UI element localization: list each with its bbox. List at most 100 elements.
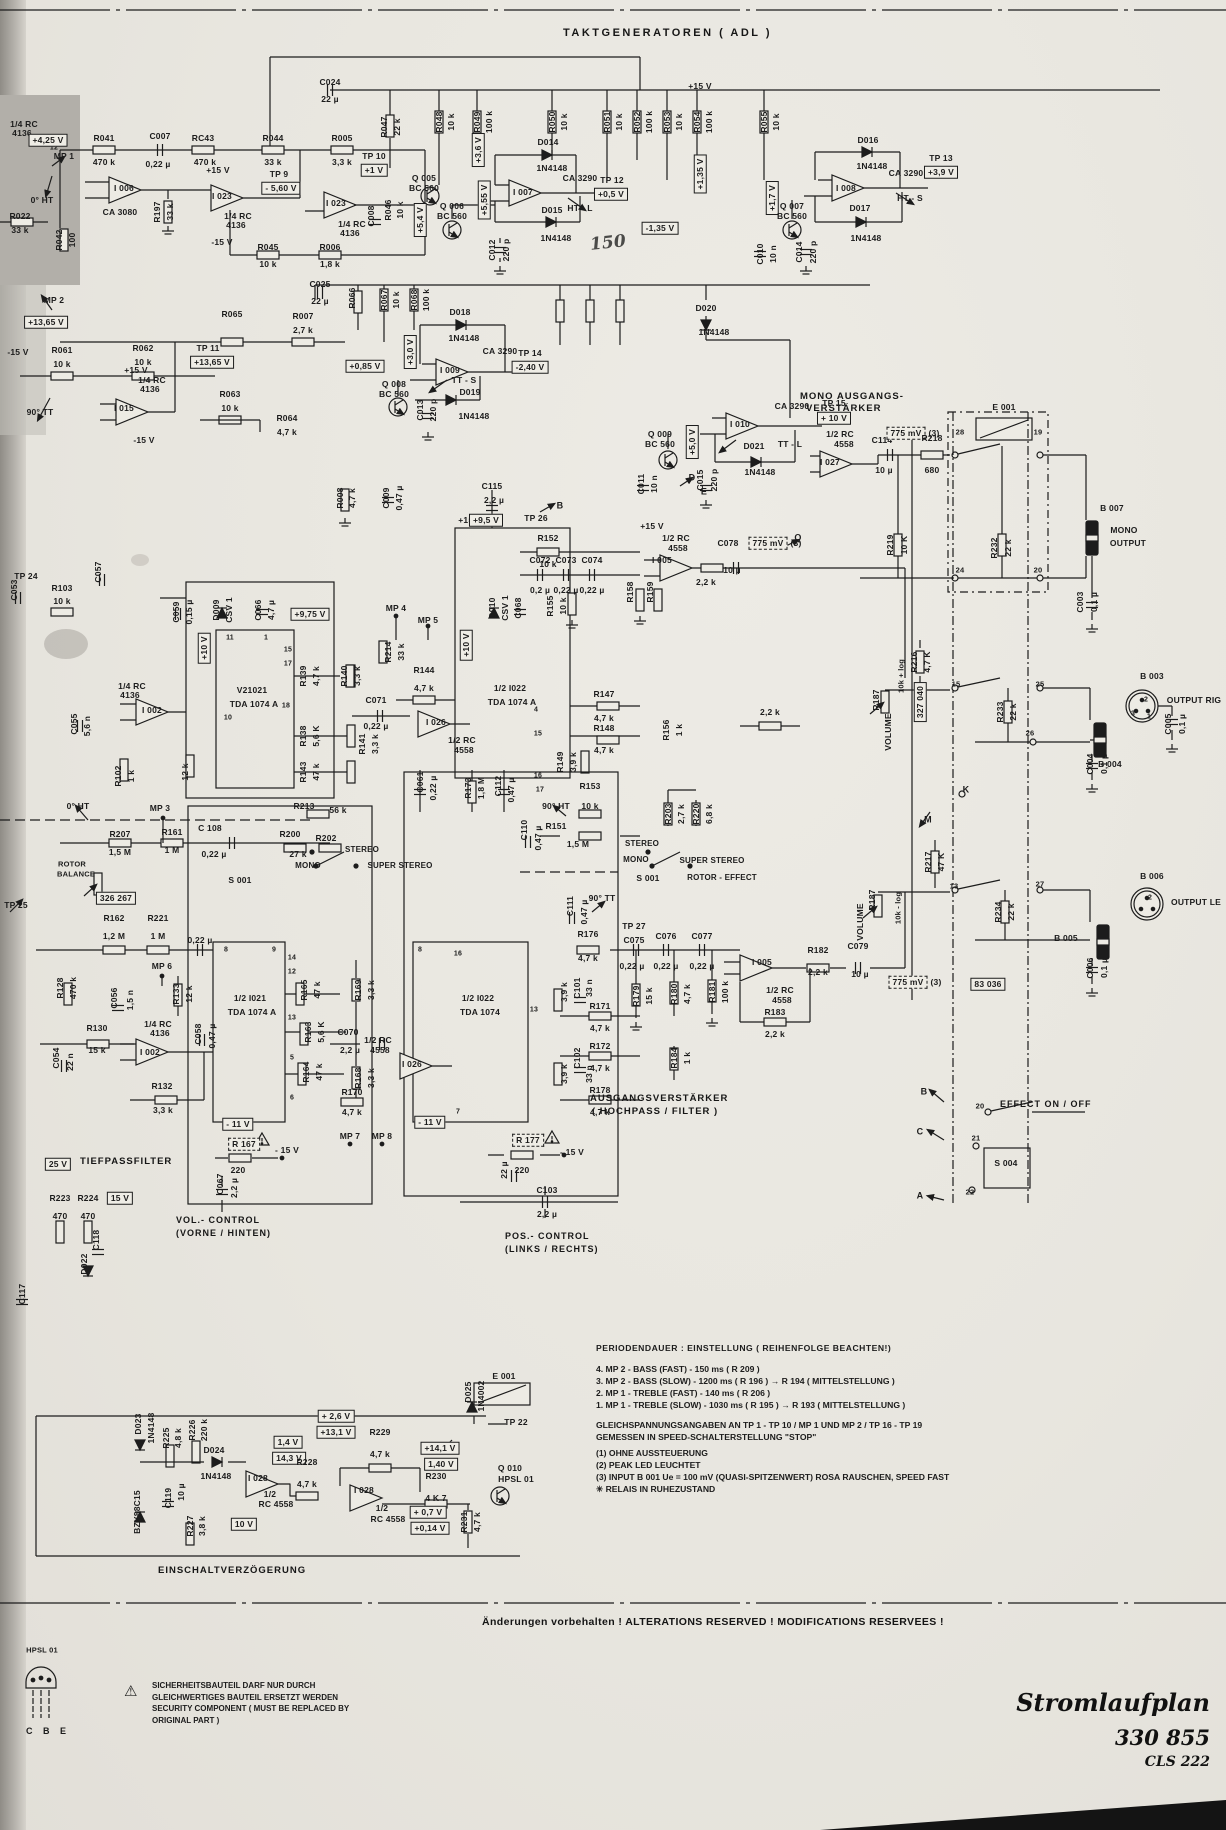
component-label: R148 (593, 722, 615, 733)
component-label: +3,6 V (471, 132, 485, 168)
schematic-use (1085, 783, 1099, 793)
component-label: R049 (471, 111, 482, 133)
component-label: 9 (271, 946, 277, 954)
schematic-use (1085, 520, 1099, 556)
component-label: TT - L (777, 438, 803, 449)
component-label: 4,7 µ (265, 599, 276, 621)
schematic-use (972, 1142, 980, 1150)
component-label: R065 (221, 308, 243, 319)
schematic-path (25, 1666, 57, 1689)
component-label: 3,3 k (365, 1068, 376, 1088)
component-label: C077 (691, 930, 713, 941)
schematic-use (541, 149, 553, 161)
component-label: Q 008 (381, 378, 407, 389)
component-label: - 11 V (222, 1117, 254, 1131)
component-label: - 15 V (560, 1146, 584, 1157)
component-label: C 108 (198, 822, 222, 833)
component-label: 12 (287, 968, 297, 976)
schematic-use (191, 145, 215, 155)
component-label: I 005 (752, 956, 772, 967)
component-label: R231 (458, 1511, 469, 1533)
component-label: TP 22 (504, 1416, 528, 1427)
component-label: TP 9 (269, 168, 289, 179)
schematic-use (544, 1130, 560, 1144)
component-label: C011 (635, 473, 646, 495)
component-label: 327 040 (913, 681, 927, 723)
schematic-path (120, 703, 186, 721)
component-label: TP 12 (600, 174, 624, 185)
component-label: 10 k (673, 113, 684, 131)
component-label: R054 (691, 111, 702, 133)
component-label: R213 (293, 800, 315, 811)
component-label: R178 (589, 1084, 611, 1095)
component-label: R234 (992, 901, 1003, 923)
schematic-use (1036, 574, 1044, 582)
schematic-path (1043, 889, 1091, 922)
component-label: 1/2 RC (364, 1034, 392, 1045)
section-title-effect-on-off: EFFECT ON / OFF (1000, 1099, 1092, 1109)
schematic-use (161, 225, 175, 235)
schematic-rect (215, 629, 295, 789)
component-label: R041 (93, 132, 115, 143)
component-label: 2,2 µ (339, 1044, 361, 1055)
component-label: 6,8 k (703, 804, 714, 824)
schematic-use (750, 456, 762, 468)
component-label: 2,2 k (765, 1028, 785, 1039)
component-label: 12 k (179, 763, 190, 781)
component-label: ROTOR - EFFECT (687, 873, 757, 882)
component-label: 25 (1035, 679, 1045, 689)
schematic-path (644, 559, 906, 678)
component-label: 10 k (394, 201, 405, 219)
component-label: R179 (630, 985, 641, 1007)
schematic-polygon (820, 1800, 1226, 1830)
component-label: 220 p (708, 468, 719, 492)
component-label: 0,1 µ (1098, 753, 1109, 775)
component-label: C009 (380, 487, 391, 509)
component-label: E 001 (492, 1370, 516, 1381)
component-label: C054 (50, 1047, 61, 1069)
schematic-ellipse (131, 554, 149, 566)
component-label: 3,3 k (332, 156, 352, 167)
component-label: 26 (1025, 728, 1035, 738)
component-label: 4136 (12, 127, 32, 138)
component-label: 10 k (539, 558, 557, 569)
component-label: TP 27 (622, 920, 646, 931)
component-label: +9,5 V (468, 513, 504, 527)
component-label: R050 (546, 111, 557, 133)
notes-dc: GLEICHSPANNUNGSANGABEN AN TP 1 - TP 10 /… (596, 1421, 949, 1442)
schematic-use (338, 517, 352, 527)
component-label: 4,7 k (594, 744, 614, 755)
component-label: HT - L (567, 202, 593, 213)
component-label: C056 (108, 987, 119, 1009)
schematic-use (493, 265, 507, 275)
component-label: TP 15 (822, 397, 846, 408)
text-line: (2) PEAK LED LEUCHTET (596, 1460, 701, 1471)
component-label: 10 K (898, 535, 909, 555)
component-label: 1 M (164, 844, 180, 855)
pinout-pins-label: C B E (26, 1726, 71, 1736)
section-title-tiefpassfilter: TIEFPASSFILTER (80, 1156, 173, 1167)
component-label: C012 (486, 239, 497, 261)
connector-label-output-right: OUTPUT RIG (1166, 694, 1222, 705)
component-label: +1,35 V (693, 154, 707, 194)
component-label: R176 (577, 928, 599, 939)
component-label: 0° HT (30, 194, 54, 205)
component-label: - 11 V (414, 1115, 446, 1129)
component-label: MP 5 (417, 614, 439, 625)
text-line: SECURITY COMPONENT ( MUST BE REPLACED BY (152, 1704, 350, 1713)
component-label: R044 (262, 132, 284, 143)
schematic-use (578, 809, 602, 819)
schematic-rect (212, 941, 286, 1123)
component-label: C014 (793, 241, 804, 263)
component-label: +3,9 V (923, 165, 959, 179)
schematic-line (957, 443, 1001, 455)
section-title-pos-control: POS.- CONTROL (505, 1231, 590, 1241)
schematic-line (925, 1193, 945, 1201)
component-label: R102 (112, 765, 123, 787)
component-label: I 023 (326, 197, 346, 208)
connector-label-mono-1: MONO (1110, 524, 1138, 535)
text-line: ✳ RELAIS IN RUHEZUSTAND (596, 1484, 716, 1495)
schematic-rect (187, 805, 373, 1205)
component-label: 1N4148 (200, 1470, 232, 1481)
